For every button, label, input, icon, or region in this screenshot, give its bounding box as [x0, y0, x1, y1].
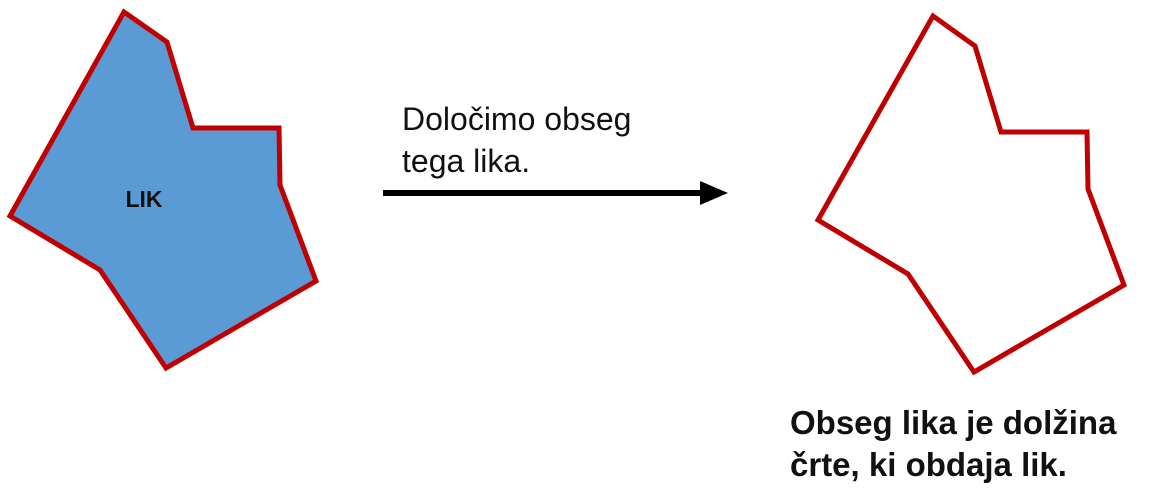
- perimeter-definition: Obseg lika je dolžina črte, ki obdaja li…: [790, 402, 1116, 486]
- shape-label: LIK: [125, 186, 162, 212]
- step-instruction: Določimo obseg tega lika.: [402, 98, 631, 182]
- arrow-head-icon: [700, 181, 728, 205]
- perimeter-definition-line-1: Obseg lika je dolžina: [790, 404, 1117, 441]
- outlined-shape: [814, 12, 1128, 376]
- step-instruction-line-2: tega lika.: [402, 143, 531, 179]
- step-instruction-line-1: Določimo obseg: [402, 101, 632, 137]
- filled-shape: [6, 8, 320, 372]
- perimeter-definition-line-2: črte, ki obdaja lik.: [790, 446, 1067, 483]
